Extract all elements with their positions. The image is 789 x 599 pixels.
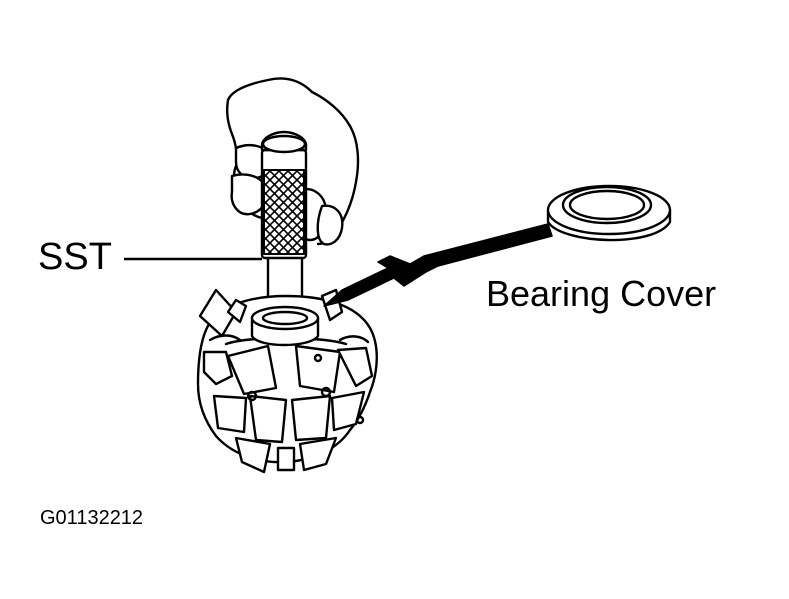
bearing-cover-illustration xyxy=(546,184,672,242)
sst-tool xyxy=(260,130,308,316)
figure-code: G01132212 xyxy=(40,507,144,529)
bearing-on-shaft xyxy=(250,305,320,347)
sst-label: SST xyxy=(38,236,112,278)
bearing-cover-label: Bearing Cover xyxy=(486,273,717,314)
leader-arrow xyxy=(323,223,553,307)
